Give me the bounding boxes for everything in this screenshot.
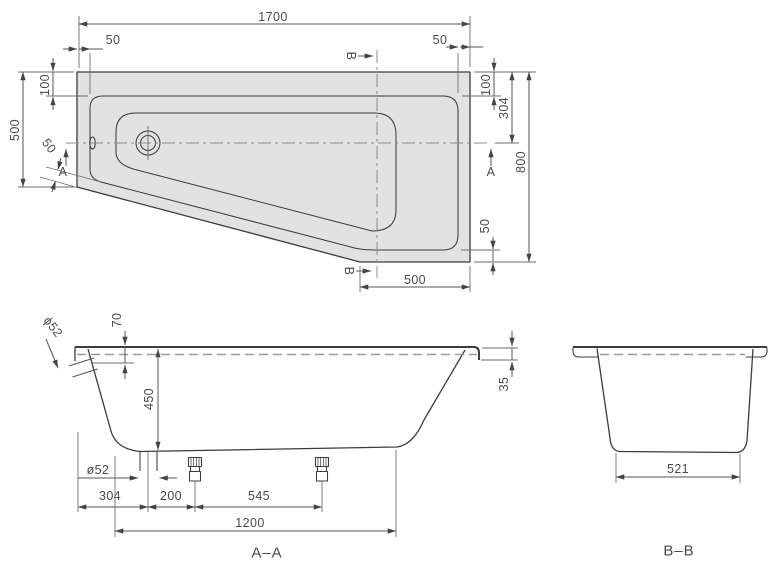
- dim-label-overflow-from-rim: 70: [110, 313, 124, 328]
- section-a-label-right: A: [487, 165, 496, 179]
- dim-basin-offset-top-left: 100: [38, 58, 88, 110]
- dim-overflow-diameter: ϕ52: [41, 314, 98, 378]
- section-bb-title: B–B: [663, 543, 694, 560]
- drain-stub: [139, 451, 158, 512]
- dim-basin-offset-bottom: 50: [461, 219, 500, 275]
- tub-outer-outline: [76, 71, 471, 263]
- dim-label-end-to-drain: 304: [99, 489, 121, 503]
- dim-flat-base-length: 1200: [114, 450, 397, 537]
- dim-drain-diameter: ø52: [78, 463, 177, 481]
- dim-rim-offset-left: 50: [63, 33, 120, 94]
- dim-label-overall-length: 1700: [258, 10, 287, 24]
- dim-bottom-edge-length: 500: [359, 266, 471, 292]
- dim-label-foot-spacing: 545: [248, 489, 270, 503]
- dim-label-rim-offset-right: 50: [433, 33, 448, 47]
- bb-left-flange: [572, 347, 599, 358]
- section-aa-title: A–A: [251, 545, 282, 562]
- section-aa-view: ϕ52 70 450 35 ø52: [41, 313, 518, 562]
- section-b-marker-bottom: B: [342, 267, 372, 276]
- bb-section-profile: [596, 348, 754, 454]
- section-a-marker-left: A: [59, 148, 69, 179]
- dim-flat-base-width: 521: [615, 453, 741, 483]
- section-a-marker-right: A: [487, 148, 496, 179]
- dim-label-drain-to-front-foot: 200: [160, 489, 182, 503]
- dim-label-overflow-diameter: ϕ52: [41, 314, 66, 340]
- dim-label-basin-offset-bottom: 50: [478, 219, 492, 234]
- foot-front: [187, 456, 203, 512]
- section-b-label-bottom: B: [342, 267, 356, 276]
- dim-rim-offset-right: 50: [433, 33, 483, 93]
- dim-label-basin-offset-diagonal: 50: [39, 136, 59, 156]
- dim-label-basin-offset-top-right: 100: [479, 74, 493, 96]
- section-b-marker-top: B: [344, 52, 374, 61]
- section-bb-view: 521 B–B: [572, 346, 768, 560]
- tub-section-profile: [87, 348, 466, 453]
- dim-label-bottom-edge-length: 500: [404, 273, 426, 287]
- dim-label-flat-base-length: 1200: [235, 516, 264, 530]
- dim-inner-depth: 450: [142, 348, 161, 451]
- section-b-label-top: B: [344, 52, 358, 61]
- dim-label-width-right-end: 800: [514, 151, 528, 173]
- bb-right-flange: [746, 347, 768, 358]
- dim-label-drain-axis-from-top: 304: [497, 97, 511, 119]
- dim-label-rim-drop: 35: [497, 377, 511, 392]
- dim-width-right-end: 800: [474, 71, 536, 263]
- dim-basin-offset-top-right: 100: [462, 58, 536, 110]
- foot-rear: [314, 456, 330, 512]
- dim-overflow-from-rim: 70: [92, 313, 134, 379]
- section-a-label-left: A: [59, 165, 68, 179]
- dim-label-basin-offset-top-left: 100: [38, 74, 52, 96]
- dim-rim-drop: 35: [481, 331, 518, 391]
- dim-drain-axis-from-top: 304: [495, 71, 519, 144]
- floor-outline: [115, 112, 397, 232]
- dim-label-flat-base-width: 521: [667, 462, 689, 476]
- dim-label-drain-diameter: ø52: [87, 463, 110, 477]
- dim-label-width-left-end: 500: [8, 119, 22, 141]
- dim-overall-length: 1700: [78, 10, 471, 68]
- plan-view: 1700 50 50 100: [8, 10, 536, 292]
- dim-width-left-end: 500: [8, 71, 74, 188]
- dim-label-rim-offset-left: 50: [106, 33, 121, 47]
- rim-profile: [75, 346, 480, 360]
- dim-label-inner-depth: 450: [142, 388, 156, 410]
